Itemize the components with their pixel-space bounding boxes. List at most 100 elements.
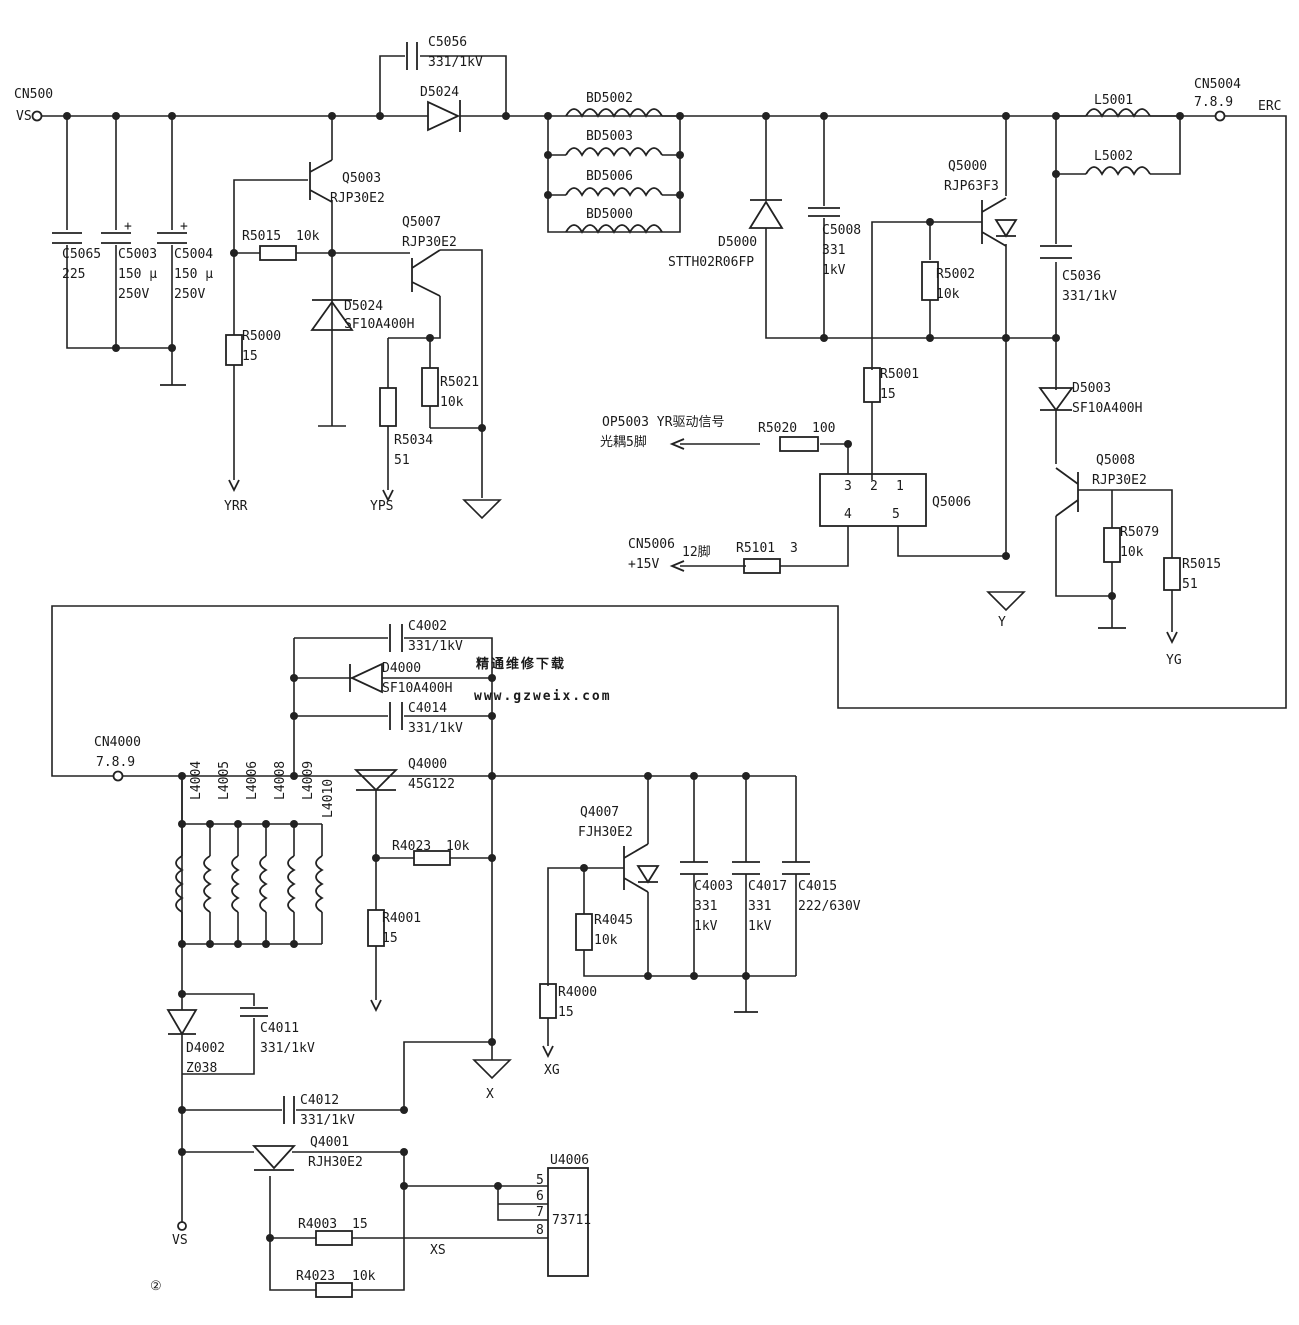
q5003-value: RJP30E2: [330, 191, 385, 206]
q5006-pin4: 4: [844, 507, 852, 522]
c4002-value: 331/1kV: [408, 639, 463, 654]
bottom-circuit: [112, 624, 810, 1298]
bottom-labels: CN4000 7.8.9 C4002 331/1kV D4000 SF10A40…: [94, 619, 861, 1294]
q4001-igbt: [251, 1145, 297, 1171]
d5024-value: SF10A400H: [344, 317, 414, 332]
vs-label: VS: [16, 109, 32, 124]
c5008-label: C5008: [822, 223, 861, 238]
r5000-value: 15: [242, 349, 258, 364]
c5036-value: 331/1kV: [1062, 289, 1117, 304]
l4004-label: L4004: [189, 761, 204, 800]
q5006-block: [819, 473, 927, 527]
ground-symbol-y: [986, 591, 1026, 612]
c5056-value: 331/1kV: [428, 55, 483, 70]
q5006-pin3: 3: [844, 479, 852, 494]
u4006-label: U4006: [550, 1153, 589, 1168]
q5006-label: Q5006: [932, 495, 971, 510]
l5001-label: L5001: [1094, 93, 1133, 108]
c4017-value: 331: [748, 899, 771, 914]
c4012-label: C4012: [300, 1093, 339, 1108]
q4000-label: Q4000: [408, 757, 447, 772]
d5000-value: STTH02R06FP: [668, 255, 754, 270]
l5002-inductor: [1085, 166, 1151, 176]
cn4000-label: CN4000: [94, 735, 141, 750]
l4008-inductor: [259, 855, 268, 913]
d4000-diode: [349, 662, 383, 694]
r4003-value: 15: [352, 1217, 368, 1232]
r5034-value: 51: [394, 453, 410, 468]
l4005-inductor: [203, 855, 212, 913]
bd5000-bead: [565, 224, 663, 234]
r5015b-label: R5015: [1182, 557, 1221, 572]
q5008-label: Q5008: [1096, 453, 1135, 468]
q5007-value: RJP30E2: [402, 235, 457, 250]
d5003-diode: [1038, 387, 1074, 412]
r5079-resistor: [1103, 527, 1121, 563]
cn5006-label: CN5006: [628, 537, 675, 552]
r5021-resistor: [421, 367, 439, 407]
l5001-inductor: [1085, 108, 1151, 118]
q5003-label: Q5003: [342, 171, 381, 186]
c4003-voltage: 1kV: [694, 919, 718, 934]
q4007-value: FJH30E2: [578, 825, 633, 840]
c4011-value: 331/1kV: [260, 1041, 315, 1056]
q4007-igbt: [623, 843, 660, 893]
vs-out-label: VS: [172, 1233, 188, 1248]
q5000-label: Q5000: [948, 159, 987, 174]
cn5004-pins: 7.8.9: [1194, 95, 1233, 110]
c4012-value: 331/1kV: [300, 1113, 355, 1128]
bd5003-label: BD5003: [586, 129, 633, 144]
r5015-resistor: [259, 245, 297, 261]
optocoupler-pin: 光耦5脚: [600, 434, 647, 450]
q5008-value: RJP30E2: [1092, 473, 1147, 488]
c5065-value: 225: [62, 267, 85, 282]
u4006-pin5: 5: [536, 1173, 544, 1188]
r4023-label: R4023: [392, 839, 431, 854]
r5020-label: R5020: [758, 421, 797, 436]
r5000-resistor: [225, 334, 243, 366]
q4000-value: 45G122: [408, 777, 455, 792]
r5101-value: 3: [790, 541, 798, 556]
q4001-value: RJH30E2: [308, 1155, 363, 1170]
l4008-label: L4008: [273, 761, 288, 800]
d5003-label: D5003: [1072, 381, 1111, 396]
ground-symbol-x: [472, 1059, 512, 1080]
r5001-value: 15: [880, 387, 896, 402]
r5002-label: R5002: [936, 267, 975, 282]
u4006-ic: [547, 1167, 589, 1277]
d4002-value: Z038: [186, 1061, 217, 1076]
bd5002-label: BD5002: [586, 91, 633, 106]
c4017-label: C4017: [748, 879, 787, 894]
ground-symbol: [462, 499, 502, 520]
bd5002-bead: [565, 108, 663, 118]
c4011-label: C4011: [260, 1021, 299, 1036]
l4006-inductor: [231, 855, 240, 913]
cn500-terminal: [31, 110, 43, 122]
d5024-zener: [310, 299, 354, 331]
l4010-label: L4010: [321, 779, 336, 818]
d4002-diode: [166, 1009, 198, 1036]
r5034-label: R5034: [394, 433, 433, 448]
l4004-inductor: [175, 855, 184, 913]
c5065-label: C5065: [62, 247, 101, 262]
r5020-resistor: [779, 436, 819, 452]
r4045-resistor: [575, 913, 593, 951]
xs-label: XS: [430, 1243, 446, 1258]
r5079-value: 10k: [1120, 545, 1144, 560]
cn500-label: CN500: [14, 87, 53, 102]
q5008-transistor: [1055, 467, 1079, 517]
q4001-label: Q4001: [310, 1135, 349, 1150]
q5000-value: RJP63F3: [944, 179, 999, 194]
cn4000-pins: 7.8.9: [96, 755, 135, 770]
c5036-label: C5036: [1062, 269, 1101, 284]
bd5006-bead: [565, 187, 663, 197]
u4006-value: 73711: [552, 1213, 591, 1228]
r5001-label: R5001: [880, 367, 919, 382]
q5007-transistor: [411, 249, 441, 297]
r4001-resistor: [367, 909, 385, 947]
u4006-pin8: 8: [536, 1223, 544, 1238]
c5003-value: 150 µ: [118, 267, 157, 282]
r5015-label: R5015: [242, 229, 281, 244]
l4006-label: L4006: [245, 761, 260, 800]
